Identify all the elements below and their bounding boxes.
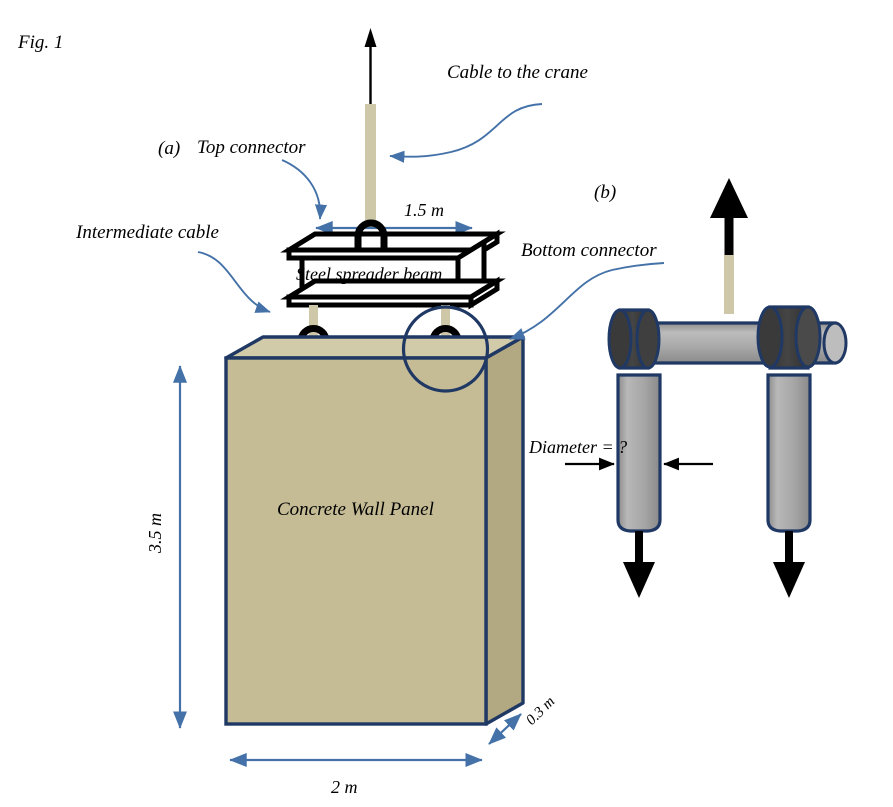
crane-cable (364, 28, 377, 228)
detail-callout-circle (401, 305, 490, 393)
figure-number: Fig. 1 (18, 32, 64, 53)
label-top-connector: Top connector (197, 137, 306, 158)
dimension-panel-thickness (488, 713, 522, 745)
leader-intermediate-cable (197, 251, 271, 313)
detail-upward-force (710, 178, 748, 314)
panel-b-label: (b) (594, 182, 617, 203)
detail-downward-force-right (773, 531, 805, 598)
label-bottom-connector: Bottom connector (521, 240, 657, 261)
leader-cable-to-crane (389, 103, 543, 163)
label-diameter-query: Diameter = ? (529, 437, 628, 457)
label-cable-to-crane: Cable to the crane (447, 62, 588, 83)
dimension-label-beam-span: 1.5 m (404, 200, 444, 220)
label-intermediate-cable: Intermediate cable (76, 222, 219, 243)
top-connector-shackle (354, 219, 388, 252)
detail-right-bar (766, 373, 812, 533)
leader-top-connector (281, 159, 328, 220)
dimension-label-panel-height: 3.5 m (145, 513, 165, 553)
leader-bottom-connector-tail (611, 262, 665, 271)
concrete-wall-panel (224, 335, 525, 726)
detail-left-end-cap (607, 308, 661, 370)
leader-bottom-connector (509, 269, 613, 340)
detail-downward-force-left (623, 531, 655, 598)
label-steel-spreader-beam: Steel spreader beam (296, 264, 443, 284)
detail-right-end-cap (756, 305, 822, 370)
steel-spreader-beam (280, 229, 506, 310)
detail-left-bar (616, 373, 662, 533)
intermediate-cables (309, 305, 450, 337)
dimension-label-panel-width: 2 m (331, 777, 358, 797)
panel-a-label: (a) (158, 138, 181, 159)
label-concrete-wall-panel: Concrete Wall Panel (277, 499, 434, 520)
